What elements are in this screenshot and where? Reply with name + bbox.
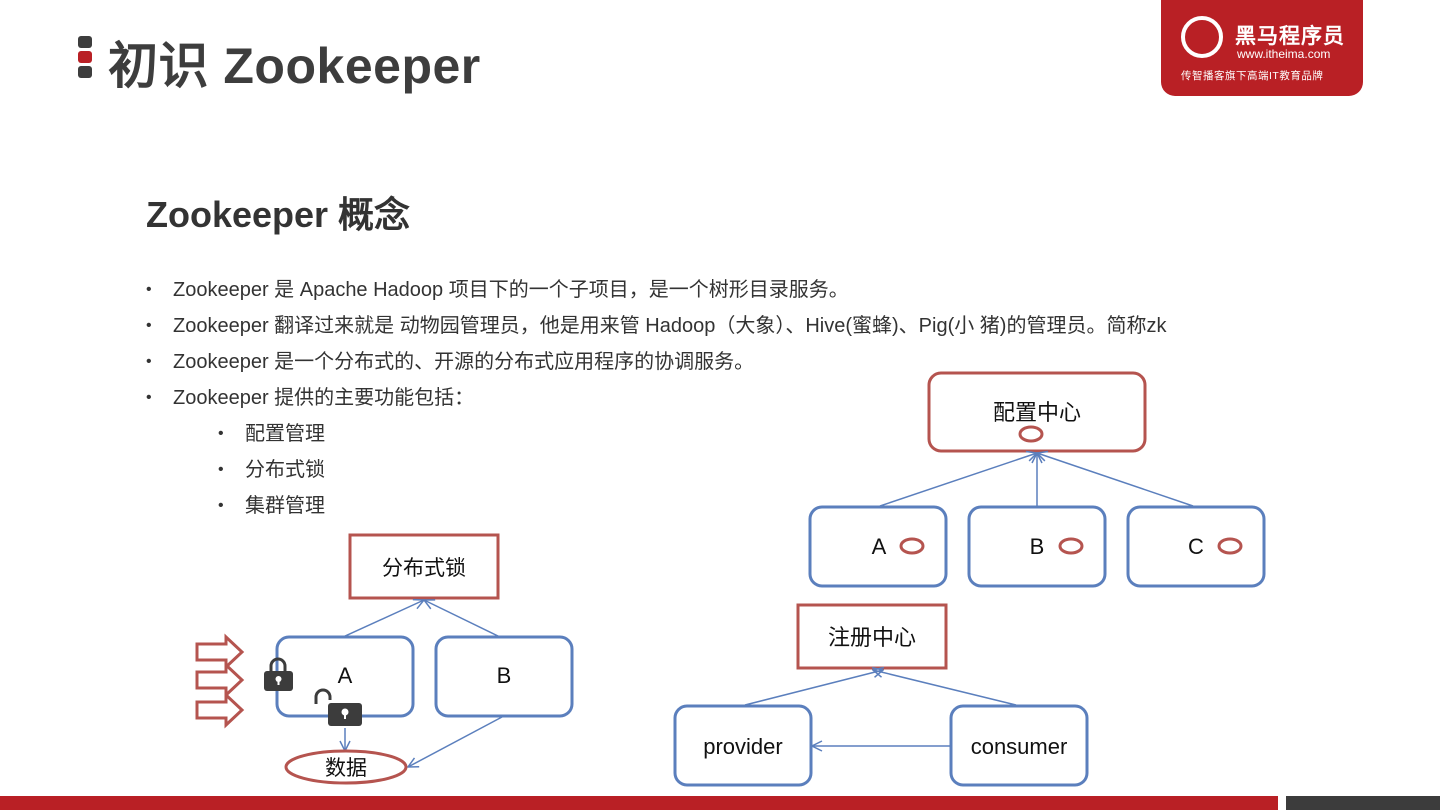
config-node-c-label: C — [1188, 534, 1204, 559]
logo-url: www.itheima.com — [1237, 47, 1331, 61]
lock-open-icon — [314, 688, 362, 726]
bullet-list: Zookeeper 是 Apache Hadoop 项目下的一个子项目，是一个树… — [146, 272, 1166, 524]
data-node — [284, 749, 408, 785]
logo-slogan: 传智播客旗下高端IT教育品牌 — [1181, 70, 1324, 82]
lock-node-b-label: B — [497, 663, 512, 688]
config-node-b-label: B — [1030, 534, 1045, 559]
config-diagram: 配置中心 A B C — [808, 371, 1266, 588]
sub-bullet-item: 分布式锁 — [218, 452, 1166, 488]
provider-node — [673, 704, 813, 787]
sub-bullet-item: 集群管理 — [218, 488, 1166, 524]
lock-center-label: 分布式锁 — [382, 557, 466, 580]
section-title: Zookeeper 概念 — [146, 194, 411, 235]
config-center-label: 配置中心 — [993, 400, 1081, 425]
registry-center-box — [796, 603, 948, 670]
lock-node-b — [434, 635, 574, 718]
sub-bullet-item: 配置管理 — [218, 416, 1166, 452]
znode-icon — [1018, 425, 1044, 443]
footer-bar — [0, 796, 1278, 810]
bullet-item: Zookeeper 是一个分布式的、开源的分布式应用程序的协调服务。 — [146, 344, 1166, 380]
request-arrow-icon — [195, 661, 245, 699]
footer-bar-dark — [1286, 796, 1440, 810]
request-arrow-icon — [195, 633, 245, 671]
bullet-item: Zookeeper 提供的主要功能包括： — [146, 380, 1166, 416]
config-node-a-label: A — [872, 534, 887, 559]
data-node-label: 数据 — [325, 757, 367, 780]
title-marker — [78, 36, 94, 81]
consumer-node — [949, 704, 1089, 787]
logo-name: 黑马程序员 — [1235, 25, 1345, 48]
bullet-item: Zookeeper 是 Apache Hadoop 项目下的一个子项目，是一个树… — [146, 272, 1166, 308]
bullet-item: Zookeeper 翻译过来就是 动物园管理员，他是用来管 Hadoop（大象）… — [146, 308, 1166, 344]
lock-closed-icon — [264, 657, 293, 691]
request-arrow-icon — [195, 691, 245, 729]
config-node-c — [1126, 505, 1266, 588]
horse-head-icon — [1181, 16, 1223, 58]
brand-logo: 黑马程序员 www.itheima.com 传智播客旗下高端IT教育品牌 — [1161, 0, 1363, 96]
znode-icon — [1217, 537, 1243, 555]
page-title: 初识 Zookeeper — [108, 38, 481, 94]
consumer-label: consumer — [971, 734, 1068, 759]
znode-icon — [899, 537, 925, 555]
lock-center-box — [348, 533, 500, 600]
znode-icon — [1058, 537, 1084, 555]
lock-node-a-label: A — [338, 663, 353, 688]
provider-label: provider — [703, 734, 782, 759]
lock-diagram: 分布式锁 A B 数据 — [195, 533, 574, 785]
config-node-a — [808, 505, 948, 588]
config-node-b — [967, 505, 1107, 588]
registry-center-label: 注册中心 — [828, 625, 916, 650]
registry-diagram: 注册中心 provider consumer — [673, 603, 1089, 787]
